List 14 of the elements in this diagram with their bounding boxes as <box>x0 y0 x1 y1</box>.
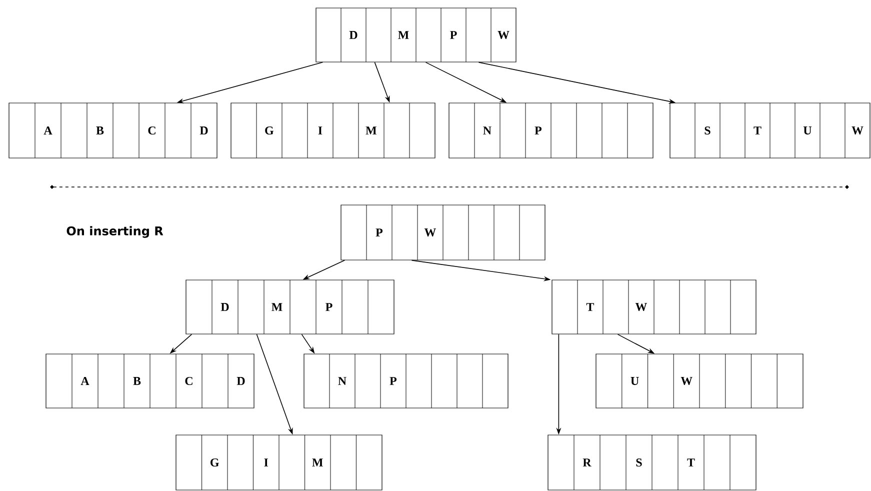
btree-node: T W <box>552 280 756 334</box>
btree-node: S T U W <box>670 102 870 158</box>
btree-node: U W <box>596 354 804 408</box>
btree-node: R S T <box>548 434 756 490</box>
btree-node: G I M <box>176 434 382 490</box>
heading-label: On inserting R <box>66 226 164 238</box>
btree-node: D M P <box>186 280 394 334</box>
btree-node: N P <box>448 102 654 158</box>
btree-node: A B C D <box>46 354 254 408</box>
btree-node: G I M <box>230 102 436 158</box>
btree-node: D M P W <box>316 8 516 62</box>
btree-node: A B C D <box>8 102 218 158</box>
btree-node: P W <box>340 204 546 260</box>
btree-node: N P <box>304 354 508 408</box>
